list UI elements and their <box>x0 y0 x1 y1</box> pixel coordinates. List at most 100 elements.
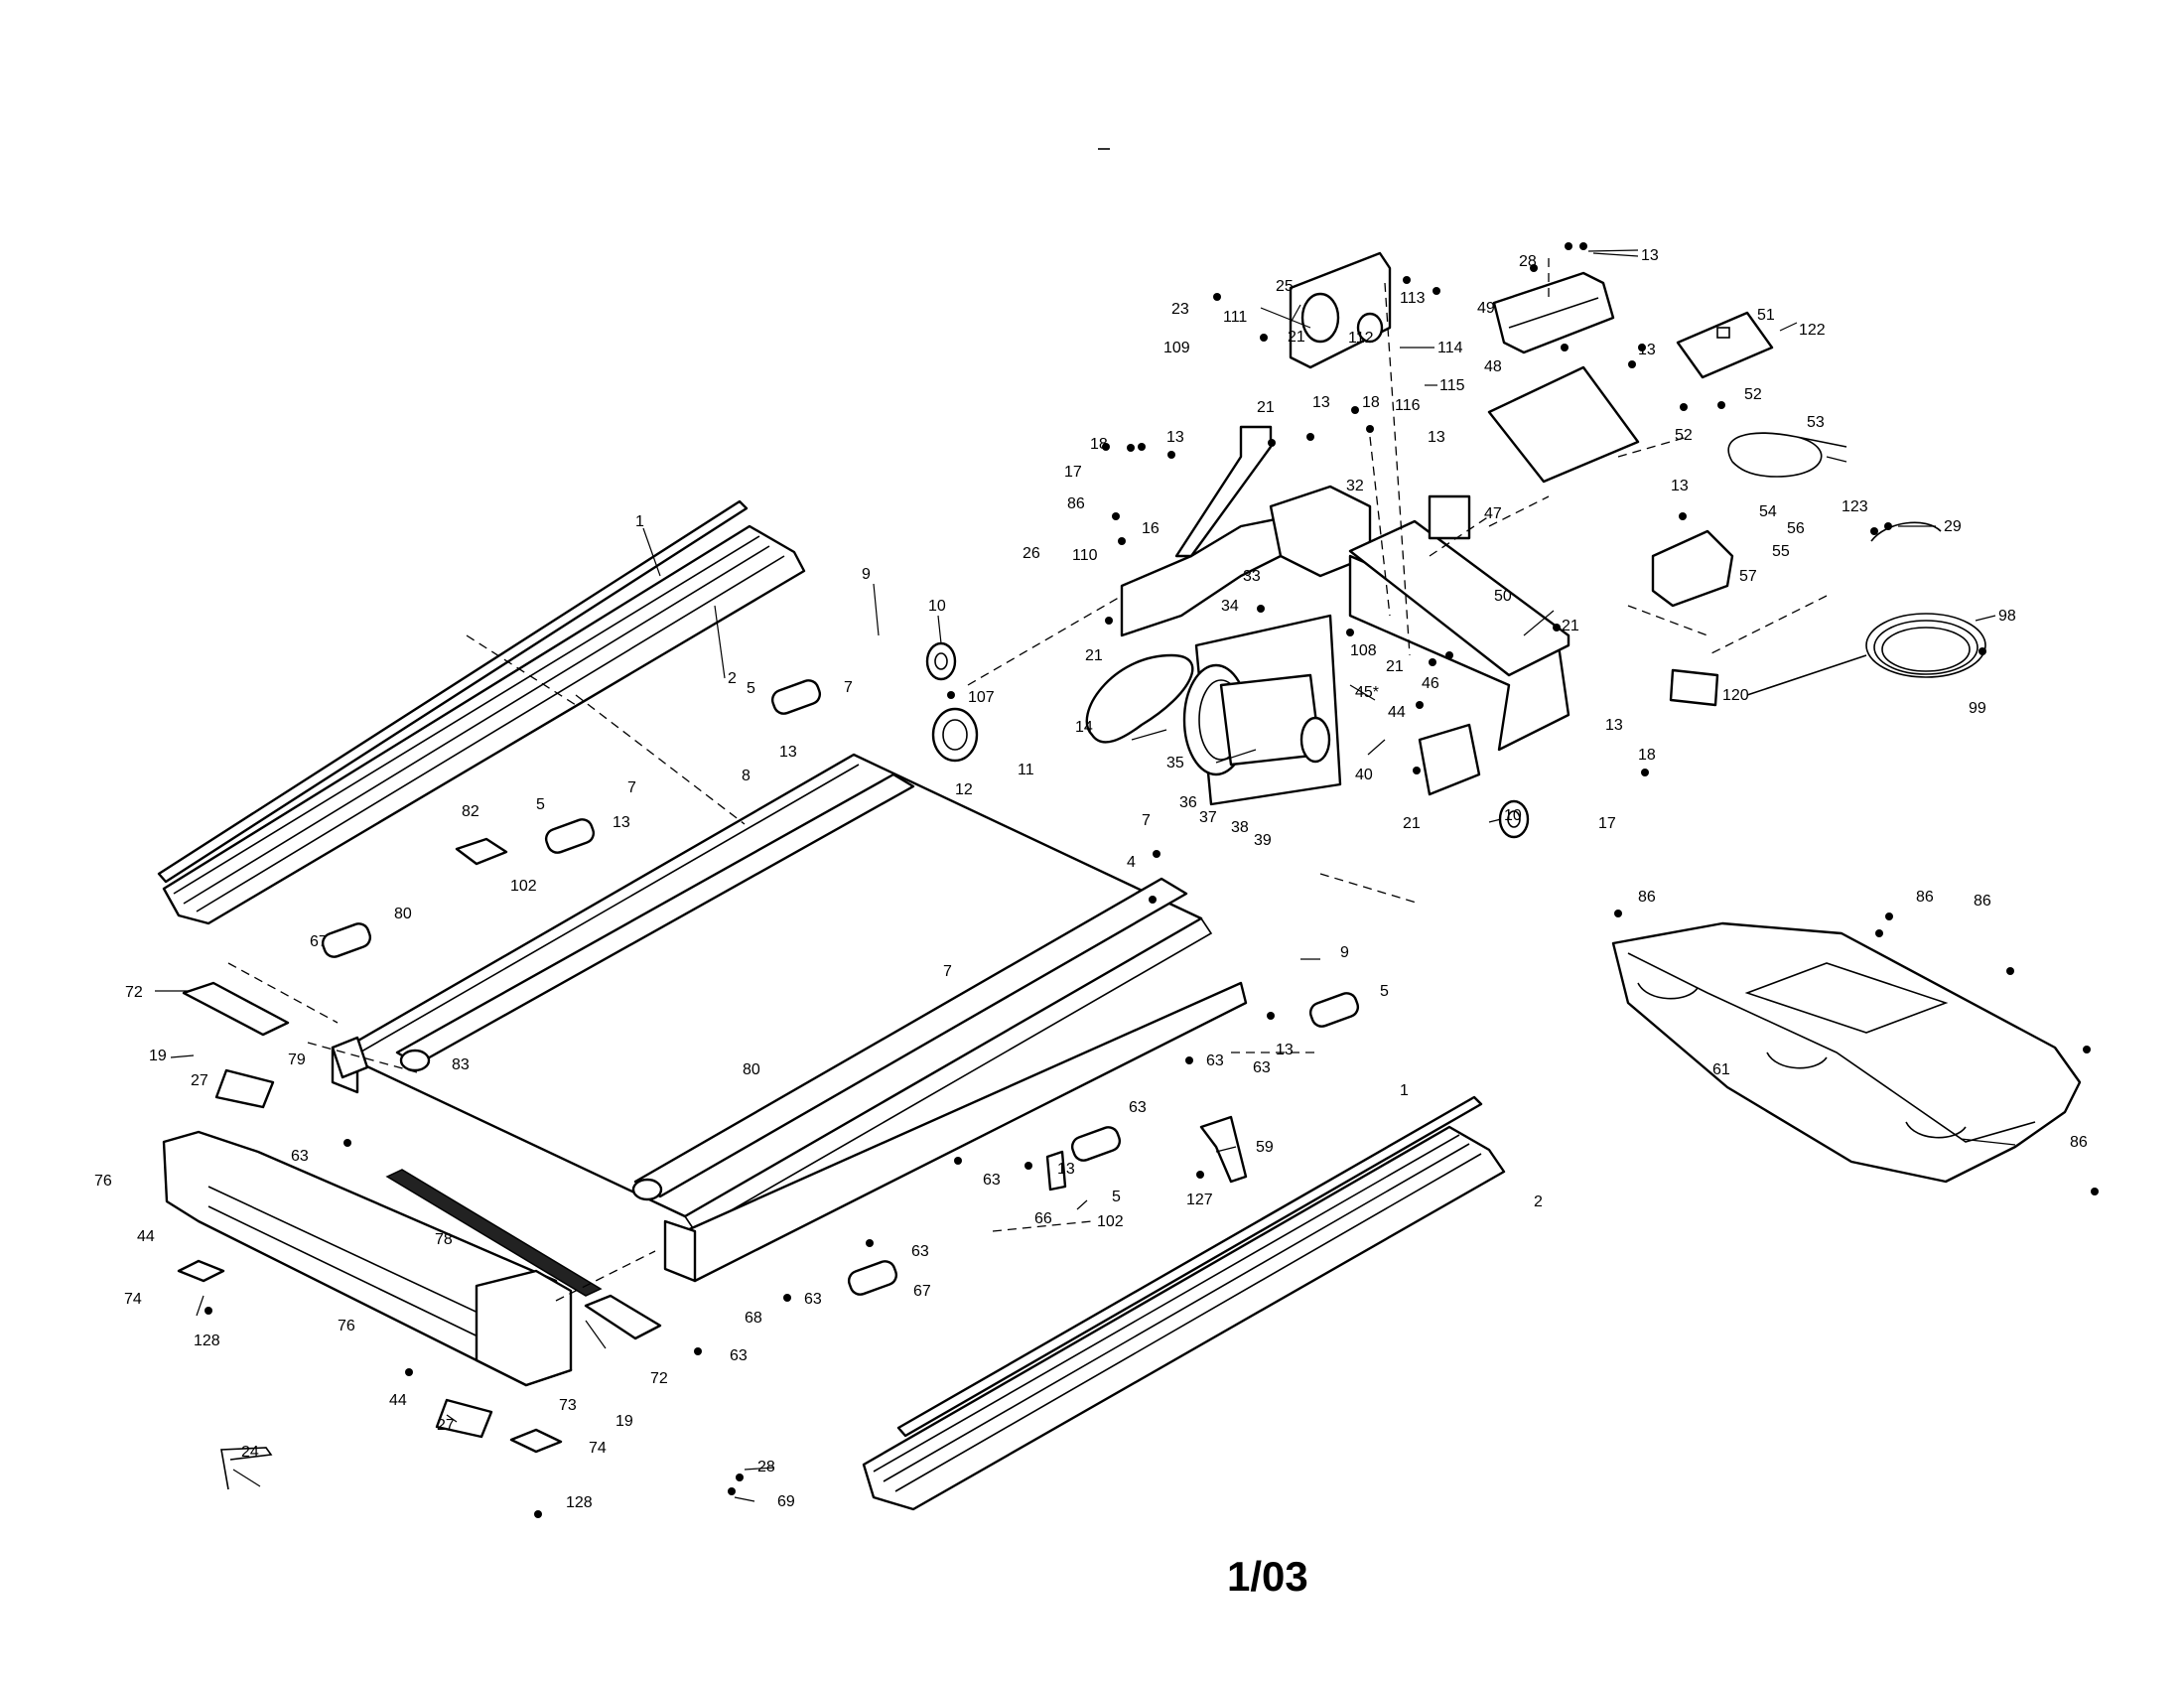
parts-drawing <box>155 148 2099 1518</box>
callout-63: 63 <box>911 1243 929 1260</box>
base-shroud <box>1611 921 2082 1184</box>
rear-end-cap <box>162 1130 573 1387</box>
callout-13: 13 <box>779 744 797 761</box>
callout-21: 21 <box>1386 658 1404 675</box>
callout-38: 38 <box>1231 819 1249 836</box>
callout-82: 82 <box>462 803 479 820</box>
callout-35: 35 <box>1166 755 1184 772</box>
callout-13: 13 <box>1166 429 1184 446</box>
callout-9: 9 <box>862 566 871 583</box>
callout-2: 2 <box>728 670 737 687</box>
callout-5: 5 <box>1112 1189 1121 1205</box>
callout-17: 17 <box>1598 815 1616 832</box>
page-code: 1/03 <box>1227 1553 1308 1600</box>
callout-52: 52 <box>1744 386 1762 403</box>
walking-belt-and-deck <box>336 753 1213 1233</box>
callout-86: 86 <box>1638 889 1656 906</box>
callout-76: 76 <box>338 1318 355 1334</box>
callout-86: 86 <box>2070 1134 2088 1151</box>
callout-66: 66 <box>1034 1210 1052 1227</box>
callout-57: 57 <box>1739 568 1757 585</box>
callout-73: 73 <box>559 1397 577 1414</box>
callout-1: 1 <box>1400 1082 1409 1099</box>
callout-61: 61 <box>1712 1061 1730 1078</box>
callout-18: 18 <box>1362 394 1380 411</box>
callout-13: 13 <box>1641 247 1659 264</box>
callout-107: 107 <box>968 689 995 706</box>
callout-14: 14 <box>1075 719 1093 736</box>
callout-12: 12 <box>955 781 973 798</box>
fasteners <box>205 242 2099 1518</box>
right-side-rail <box>862 1095 1506 1511</box>
callout-9: 9 <box>1340 944 1349 961</box>
callout-123: 123 <box>1842 498 1868 515</box>
callout-26: 26 <box>1023 545 1040 562</box>
callout-44: 44 <box>389 1392 407 1409</box>
callout-32: 32 <box>1346 478 1364 494</box>
callout-21: 21 <box>1562 618 1579 634</box>
motor-frame <box>1120 425 1570 796</box>
callout-55: 55 <box>1772 543 1790 560</box>
callout-49: 49 <box>1477 300 1495 317</box>
callout-28: 28 <box>757 1459 775 1475</box>
callout-63: 63 <box>1129 1099 1147 1116</box>
callout-116: 116 <box>1395 397 1421 414</box>
callout-51: 51 <box>1757 307 1775 324</box>
callout-13: 13 <box>1638 342 1656 358</box>
callout-115: 115 <box>1439 377 1465 394</box>
callout-13: 13 <box>1057 1161 1075 1178</box>
callout-128: 128 <box>194 1333 220 1349</box>
callout-45: 45* <box>1355 684 1379 701</box>
callout-47: 47 <box>1484 505 1502 522</box>
callout-21: 21 <box>1288 329 1305 346</box>
callout-83: 83 <box>452 1056 470 1073</box>
callout-44: 44 <box>1388 704 1406 721</box>
left-side-rail <box>157 499 806 925</box>
callout-98: 98 <box>1998 608 2016 625</box>
callout-74: 74 <box>124 1291 142 1308</box>
callout-29: 29 <box>1944 518 1962 535</box>
callout-102: 102 <box>1097 1213 1124 1230</box>
callout-69: 69 <box>777 1493 795 1510</box>
controller-plate <box>1487 365 1640 484</box>
controller-bracket <box>1289 251 1392 369</box>
callout-5: 5 <box>536 796 545 813</box>
power-cord <box>1727 432 1847 478</box>
callout-76: 76 <box>94 1173 112 1190</box>
callout-24: 24 <box>241 1444 259 1461</box>
callout-72: 72 <box>125 984 143 1001</box>
drive-motor <box>1085 614 1342 806</box>
callout-13: 13 <box>1605 717 1623 734</box>
callout-68: 68 <box>745 1310 762 1327</box>
callout-18: 18 <box>1090 436 1108 453</box>
callout-63: 63 <box>983 1172 1001 1189</box>
breaker-bracket <box>1651 529 1734 608</box>
callout-39: 39 <box>1254 832 1272 849</box>
warning-label-plate <box>1669 668 1719 707</box>
callout-46: 46 <box>1422 675 1439 692</box>
callout-63: 63 <box>1206 1052 1224 1069</box>
callout-7: 7 <box>943 963 952 980</box>
callout-5: 5 <box>1380 983 1389 1000</box>
small-brackets <box>177 837 1248 1490</box>
callout-7: 7 <box>844 679 853 696</box>
callout-80: 80 <box>743 1061 760 1078</box>
callout-86: 86 <box>1974 893 1991 910</box>
callout-11: 11 <box>1018 762 1034 778</box>
callout-23: 23 <box>1171 301 1189 318</box>
circuit-board <box>1676 311 1774 379</box>
callout-21: 21 <box>1085 647 1103 664</box>
callout-18: 18 <box>1638 747 1656 764</box>
callout-13: 13 <box>613 814 630 831</box>
callout-7: 7 <box>1142 812 1151 829</box>
callout-114: 114 <box>1437 340 1463 356</box>
callout-50: 50 <box>1494 588 1512 605</box>
callout-13: 13 <box>1671 478 1689 494</box>
callout-21: 21 <box>1257 399 1275 416</box>
callout-19: 19 <box>149 1048 167 1064</box>
callout-53: 53 <box>1807 414 1825 431</box>
callout-59: 59 <box>1256 1139 1274 1156</box>
rubber-feet <box>321 679 1360 1296</box>
callout-27: 27 <box>437 1417 455 1434</box>
callout-102: 102 <box>510 878 537 895</box>
